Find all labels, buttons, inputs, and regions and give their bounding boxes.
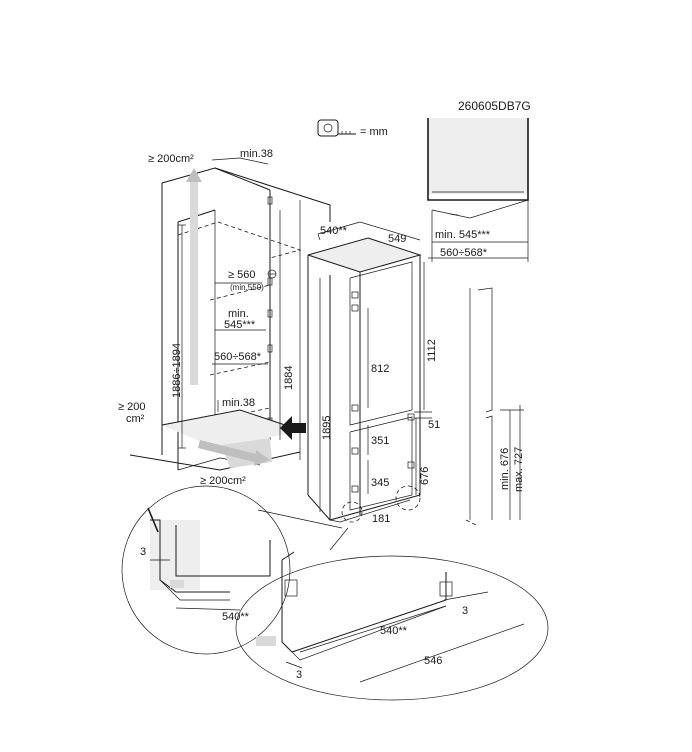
door-upper-inner: 812	[371, 363, 389, 375]
side-min: min. 676	[499, 448, 511, 490]
appliance-body	[307, 237, 422, 523]
detail-left-gap: 3	[140, 546, 146, 558]
vent-bottom-label: ≥ 200cm²	[200, 475, 246, 487]
side-profile	[465, 287, 493, 526]
depth-symbol-icon	[267, 269, 277, 279]
vent-arrow-bottom	[198, 440, 270, 466]
appliance-width: 549	[388, 233, 406, 245]
niche-depth: ≥ 560	[228, 269, 255, 281]
appliance-height: 1895	[321, 416, 333, 440]
niche-min-label: min.	[228, 308, 249, 320]
vent-top-label: ≥ 200cm²	[148, 153, 194, 165]
top-view	[427, 118, 529, 262]
door-lower-total: 676	[419, 467, 431, 485]
tape-measure-icon	[317, 119, 356, 137]
door-lower-b: 345	[371, 477, 389, 489]
niche-gap-bottom: min.38	[222, 397, 255, 409]
vent-arrow-top	[186, 168, 202, 385]
bottom-gap: 181	[372, 513, 390, 525]
door-lower-a: 351	[371, 435, 389, 447]
diagram-code: 260605DB7G	[458, 99, 531, 113]
detail-right-gap-b: 3	[296, 669, 302, 681]
detail-right-depth: 540**	[380, 625, 408, 637]
niche-inner-height: 1884	[283, 366, 295, 390]
vent-side-label-1: ≥ 200	[118, 401, 145, 413]
units-label: = mm	[360, 126, 388, 138]
detail-ellipse-right	[235, 527, 549, 701]
niche-width: 560÷568*	[214, 351, 262, 363]
niche-height: 1886÷1894	[171, 343, 183, 398]
detail-left-depth: 540**	[222, 611, 250, 623]
niche-depth-min: (min.550)	[230, 283, 264, 292]
push-arrow-icon	[280, 416, 306, 440]
niche-min-value: 545***	[224, 319, 256, 331]
side-max: max. 727	[513, 447, 525, 492]
appliance-depth: 540**	[320, 225, 348, 237]
vent-side-label-2: cm²	[126, 413, 145, 425]
detail-right-gap-a: 3	[462, 605, 468, 617]
top-view-width: 560÷568*	[440, 247, 488, 259]
door-gap: 51	[428, 419, 440, 431]
detail-right-total: 546	[424, 655, 442, 667]
top-view-min: min. 545***	[435, 229, 491, 241]
detail-circle-left	[121, 485, 343, 655]
niche-gap-top: min.38	[240, 148, 273, 160]
door-upper: 1112	[426, 339, 438, 362]
